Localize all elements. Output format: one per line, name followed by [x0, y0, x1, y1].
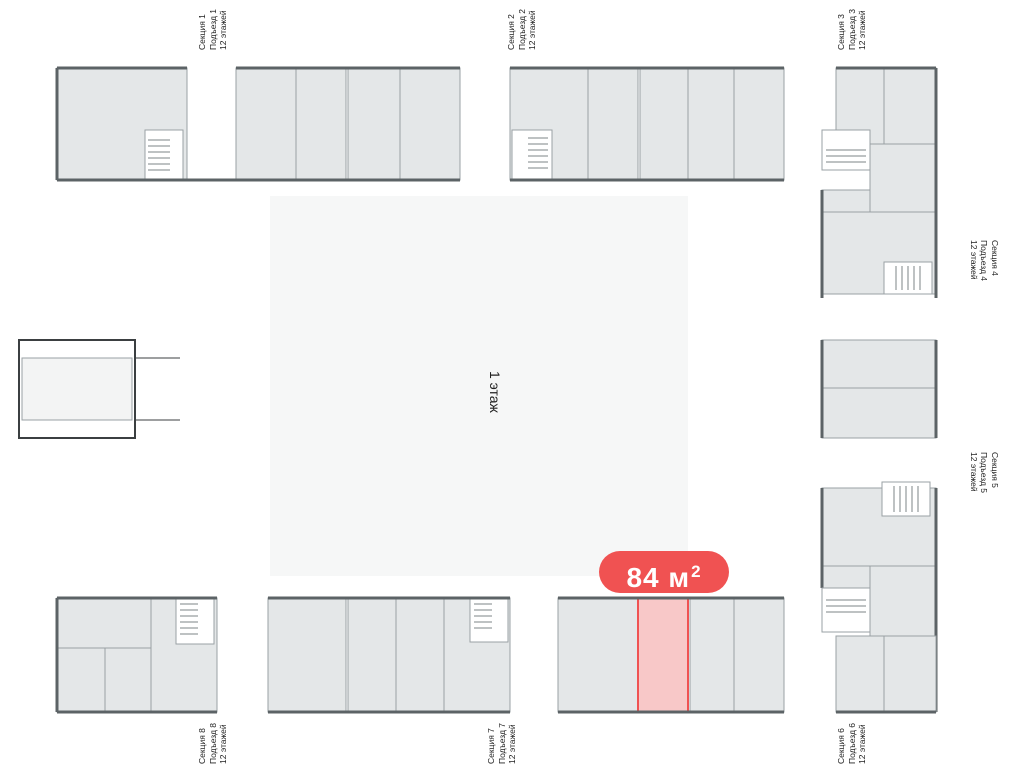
unit-top-8[interactable] — [639, 67, 689, 181]
stairs-8 — [180, 603, 198, 635]
top-wing — [55, 66, 937, 182]
unit-bottom-7[interactable] — [395, 597, 445, 713]
unit-right-5[interactable] — [821, 387, 937, 439]
unit-bottom-14[interactable] — [883, 635, 937, 713]
unit-right-1[interactable] — [869, 143, 937, 213]
unit-top-3[interactable] — [295, 67, 347, 181]
stairs-6 — [826, 599, 866, 613]
stair-core-6 — [821, 587, 871, 633]
unit-top-12[interactable] — [883, 67, 937, 145]
unit-bottom-13[interactable] — [835, 635, 885, 713]
floor-label: 1 этаж — [487, 371, 503, 413]
unit-top-9[interactable] — [687, 67, 735, 181]
unit-right-2[interactable] — [821, 189, 871, 213]
unit-bottom-6[interactable] — [347, 597, 397, 713]
unit-bottom-1[interactable] — [56, 597, 152, 649]
stair-core-7 — [469, 597, 509, 643]
courtyard — [270, 196, 688, 576]
unit-top-4[interactable] — [347, 67, 401, 181]
stair-core-1 — [144, 129, 184, 181]
stairs-3 — [826, 149, 866, 163]
stair-core-8 — [175, 597, 215, 645]
stairs-2 — [528, 137, 548, 169]
unit-top-5[interactable] — [399, 67, 461, 181]
unit-bottom-2[interactable] — [56, 647, 106, 713]
bottom-wing — [55, 587, 937, 714]
area-badge[interactable]: 84 м2 — [599, 551, 729, 593]
unit-bottom-3[interactable] — [104, 647, 152, 713]
unit-bottom-9[interactable] — [557, 597, 639, 713]
stairs-1 — [148, 139, 170, 171]
stairs-7 — [474, 603, 492, 629]
ramp-structure — [18, 339, 180, 439]
unit-right-4[interactable] — [821, 339, 937, 389]
stairs-4 — [895, 266, 921, 290]
unit-bottom-11[interactable] — [689, 597, 735, 713]
area-value: 84 м — [626, 562, 691, 593]
unit-top-10[interactable] — [733, 67, 785, 181]
stairs-5 — [893, 486, 919, 512]
unit-top-7[interactable] — [587, 67, 639, 181]
unit-bottom-5[interactable] — [267, 597, 347, 713]
unit-highlighted-84m2[interactable] — [637, 597, 689, 713]
area-unit-superscript: 2 — [691, 562, 702, 581]
unit-right-8[interactable] — [869, 565, 937, 637]
right-wing — [820, 68, 938, 712]
unit-bottom-12[interactable] — [733, 597, 785, 713]
unit-right-7[interactable] — [821, 565, 871, 589]
unit-top-2[interactable] — [235, 67, 297, 181]
